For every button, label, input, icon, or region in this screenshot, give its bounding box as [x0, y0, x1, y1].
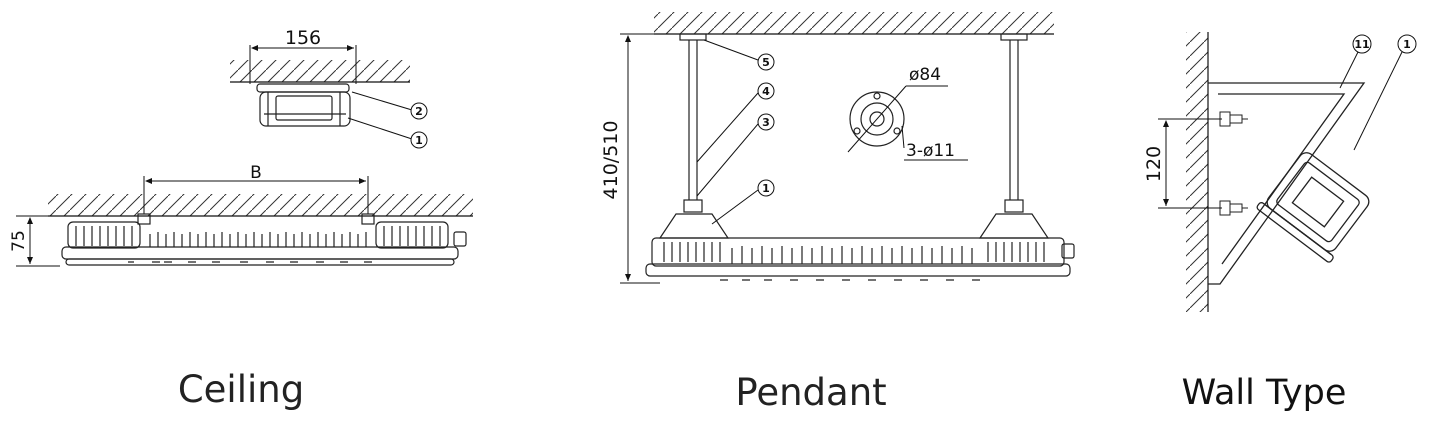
pendant-ceiling-slab — [654, 12, 1054, 35]
wall-bracket — [1208, 82, 1366, 285]
dim-holes-label: 3-ø11 — [906, 141, 955, 161]
wall-hatch — [1186, 32, 1209, 312]
dimension-diameter-84: ø84 — [906, 65, 948, 87]
dimension-75: 75 — [9, 215, 60, 267]
ceiling-view: 156 2 1 B 75 — [9, 27, 473, 267]
ceiling-long-fixture — [61, 213, 467, 266]
callout-number: 4 — [762, 85, 770, 98]
pendant-callout-4: 4 — [696, 82, 775, 163]
ceiling-small-fixture — [256, 83, 351, 127]
pendant-view: 410/510 5 4 — [600, 12, 1075, 284]
callout-number: 1 — [762, 182, 770, 195]
dimension-holes: 3-ø11 — [904, 141, 968, 161]
wall-bolts — [1219, 111, 1248, 216]
pendant-callout-5: 5 — [703, 39, 775, 71]
wall-callout-11: 11 — [1339, 34, 1372, 89]
wall-type-caption: Wall Type — [1182, 373, 1347, 413]
dim-height-label: 120 — [1143, 146, 1165, 182]
dim-diameter-label: ø84 — [909, 65, 941, 85]
pendant-callout-3: 3 — [696, 113, 775, 197]
flange-detail — [847, 85, 907, 153]
callout-number: 2 — [415, 105, 423, 118]
ceiling-long-slab — [48, 194, 473, 217]
wall-callout-1: 1 — [1353, 34, 1417, 151]
callout-number: 1 — [415, 134, 423, 147]
ceiling-callout-1: 1 — [347, 117, 428, 149]
callout-number: 3 — [762, 116, 770, 129]
ceiling-caption: Ceiling — [178, 368, 304, 411]
ceiling-small-slab — [230, 60, 410, 83]
callout-number: 11 — [1354, 38, 1369, 51]
pendant-callout-1: 1 — [711, 179, 775, 225]
dimension-120: 120 — [1143, 118, 1222, 209]
dim-spacing-label: B — [250, 163, 262, 183]
wall-fixture — [1256, 152, 1370, 263]
pendant-fixture — [645, 213, 1075, 281]
dim-height-label: 410/510 — [600, 121, 622, 200]
pendant-caption: Pendant — [735, 371, 886, 414]
dimension-410-510: 410/510 — [600, 33, 690, 284]
callout-number: 1 — [1403, 38, 1411, 51]
callout-number: 5 — [762, 56, 770, 69]
dim-width-label: 156 — [285, 27, 321, 49]
ceiling-callout-2: 2 — [351, 91, 428, 120]
dim-height-label: 75 — [9, 230, 29, 252]
dimension-b: B — [143, 163, 369, 214]
wall-view: 120 11 1 — [1143, 32, 1417, 312]
dimension-156: 156 — [249, 27, 357, 84]
pendant-rods — [679, 33, 1028, 213]
